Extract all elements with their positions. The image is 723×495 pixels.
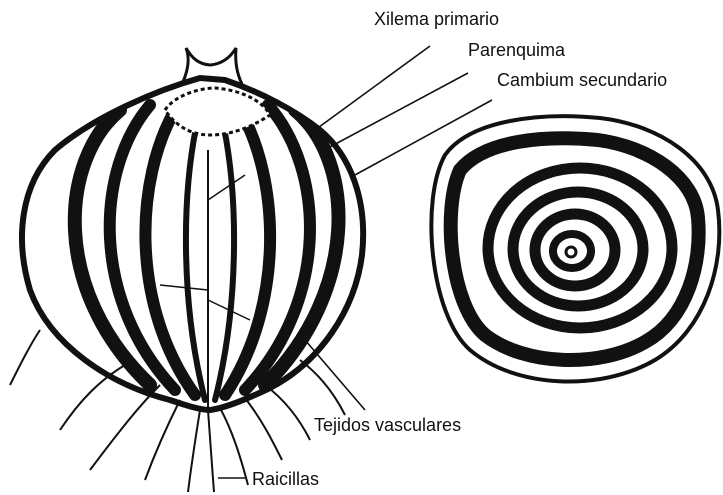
leader-tejidos [305, 340, 365, 410]
cross-section [431, 116, 719, 381]
section-core [566, 247, 576, 257]
label-xilema-primario: Xilema primario [374, 10, 499, 28]
label-parenquima: Parenquima [468, 41, 565, 59]
leader-xilema [315, 46, 430, 130]
label-raicillas: Raicillas [252, 470, 319, 488]
label-cambium-secundario: Cambium secundario [497, 71, 667, 89]
leader-parenquima [328, 73, 468, 148]
label-tejidos-vasculares: Tejidos vasculares [314, 416, 461, 434]
beet-root [10, 48, 363, 492]
